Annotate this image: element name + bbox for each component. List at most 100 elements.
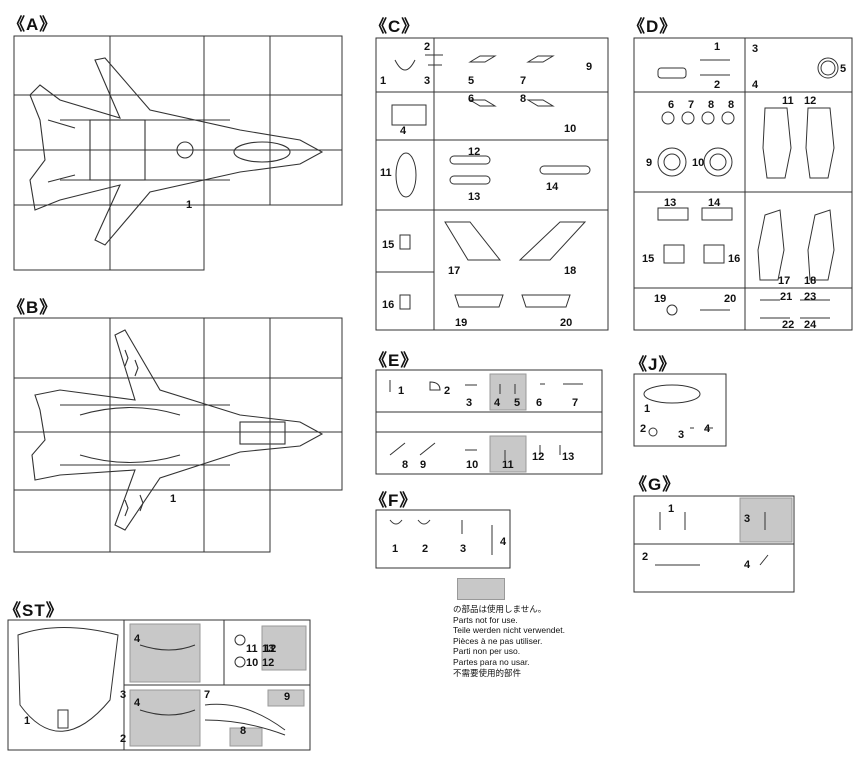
label-d-7: 7 [688,99,694,111]
legend-line-zh: 不需要使用的部件 [453,667,522,678]
label-d-23: 23 [804,291,816,303]
label-st-7: 7 [204,689,210,701]
label-d-16: 16 [728,253,740,265]
label-st-13: 13 [262,643,274,655]
legend-line-it: Parti non per uso. [453,646,521,657]
sprue-d-title: 《D》 [628,17,678,36]
label-d-24: 24 [804,319,817,331]
label-c-8: 8 [520,93,526,105]
label-c-7: 7 [520,75,526,87]
label-f-1: 1 [392,543,398,555]
sprue-c-parts [391,54,591,310]
sprue-b-frame [13,317,343,553]
label-st-8: 8 [240,725,246,737]
label-st-12a: 12 [262,657,274,669]
label-d-13: 13 [664,197,676,209]
label-j-3: 3 [678,429,684,441]
label-c-9: 9 [586,61,592,73]
label-c-12: 12 [468,146,480,158]
sprue-a-title: 《A》 [8,15,58,34]
label-f-3: 3 [460,543,466,555]
sprue-e-unused-11 [489,435,527,473]
label-e-4: 4 [494,397,501,409]
label-j-4: 4 [704,423,711,435]
label-c-17: 17 [448,265,460,277]
label-e-9: 9 [420,459,426,471]
label-st-1: 1 [24,715,30,727]
part-labels: 1 1 1 2 3 4 5 6 7 8 9 10 11 12 13 14 15 … [24,41,846,745]
label-c-14: 14 [546,181,559,193]
label-e-1: 1 [398,385,404,397]
label-c-5: 5 [468,75,474,87]
sprue-st-unused-4-bottom [129,689,201,747]
label-d-8a: 8 [708,99,714,111]
label-f-2: 2 [422,543,428,555]
label-b-1: 1 [170,493,176,505]
sprue-j-frame [633,373,727,447]
label-c-13: 13 [468,191,480,203]
sprue-st-frame [7,619,311,751]
label-e-10: 10 [466,459,478,471]
sprue-st-unused-8 [229,727,263,747]
sprue-f-frame [375,509,511,569]
label-d-12: 12 [804,95,816,107]
label-st-10: 10 [246,657,258,669]
sprue-b-title: 《B》 [8,298,58,317]
sprue-a-frame [13,35,343,271]
label-g-1: 1 [668,503,674,515]
label-c-20: 20 [560,317,572,329]
unused-parts-legend: の部品は使用しません。 Parts not for use. Teile wer… [453,604,565,678]
unused-parts-swatch [457,578,505,600]
sprue-e-title: 《E》 [370,351,419,370]
sprue-st-title: 《ST》 [4,601,64,620]
label-j-2: 2 [640,423,646,435]
label-d-14: 14 [708,197,721,209]
label-c-11: 11 [380,167,392,179]
label-d-18: 18 [804,275,816,287]
label-d-10: 10 [692,157,704,169]
label-st-3: 3 [120,689,126,701]
label-d-9: 9 [646,157,652,169]
label-c-1: 1 [380,75,386,87]
label-d-15: 15 [642,253,654,265]
sprue-st-unused-12-13 [261,625,307,671]
label-e-5: 5 [514,397,520,409]
label-d-17: 17 [778,275,790,287]
legend-line-fr: Pièces à ne pas utiliser. [453,635,543,646]
label-st-9: 9 [284,691,290,703]
label-c-19: 19 [455,317,467,329]
label-d-4: 4 [752,79,759,91]
sprue-g-title: 《G》 [630,475,681,494]
label-d-6: 6 [668,99,674,111]
sprue-d-frame [633,37,853,331]
legend-line-es: Partes para no usar. [453,656,530,667]
label-c-6: 6 [468,93,474,105]
label-c-3: 3 [424,75,430,87]
label-e-8: 8 [402,459,408,471]
sprue-f-parts [389,519,493,555]
label-a-1: 1 [186,199,192,211]
label-st-4a: 4 [134,633,141,645]
sprue-g-parts [655,512,769,566]
label-c-18: 18 [564,265,576,277]
label-d-21: 21 [780,291,792,303]
label-st-11: 11 [246,643,258,655]
sprue-st-unused-4-top [129,623,201,683]
sprue-e-frame [375,369,603,475]
legend-line-de: Teile werden nicht verwendet. [453,625,565,636]
label-d-5: 5 [840,63,846,75]
label-d-2: 2 [714,79,720,91]
sprue-e-unused-4-5 [489,373,527,411]
sprue-j-parts [643,384,713,437]
label-c-2: 2 [424,41,430,53]
label-c-15: 15 [382,239,394,251]
label-st-4b: 4 [134,697,141,709]
label-j-1: 1 [644,403,650,415]
label-e-2: 2 [444,385,450,397]
sprue-e-parts [389,380,583,460]
legend-line-ja: の部品は使用しません。 [453,604,547,614]
label-e-6: 6 [536,397,542,409]
sprue-st-unused-9 [267,689,305,707]
sprue-a-part-1-fuselage-upper [29,57,324,246]
